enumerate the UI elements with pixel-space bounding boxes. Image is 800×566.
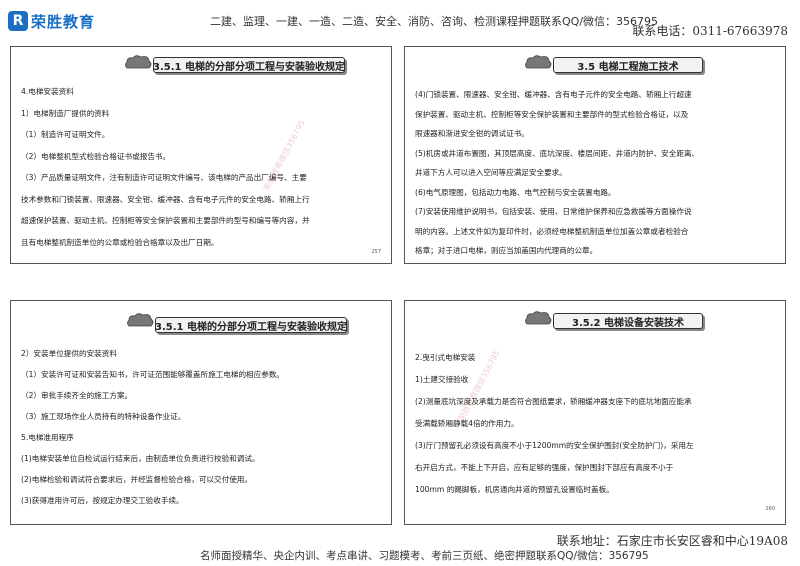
slide-title: 3.5.1 电梯的分部分项工程与安装验收规定: [155, 317, 347, 333]
brand-logo: R 荣胜教育: [8, 10, 95, 32]
body-line: （2）审批手续齐全的施工方案。: [21, 391, 133, 400]
body-line: 格章；对于进口电梯，则应当加盖国内代理商的公章。: [415, 246, 598, 255]
body-line: 且有电梯整机制造单位的公章或检验合格章以及出厂日期。: [21, 237, 219, 247]
page-number: 260: [765, 506, 775, 512]
body-line: 保护装置、驱动主机、控制柜等安全保护装置和主要部件的型式检验合格证，以及: [415, 109, 689, 119]
body-line: 100mm 的踢脚板，机房通向井道的预留孔设置临时盖板。: [415, 485, 614, 494]
body-line: 右开启方式，不能上下开启，应有足够的强度，保护围封下部应有高度不小于: [415, 463, 674, 472]
body-line: （1）制造许可证明文件。: [21, 130, 110, 139]
slide-panel-1: 3.5.1 电梯的分部分项工程与安装验收规定 4.电梯安装资料 1）电梯制造厂提…: [10, 46, 392, 264]
slide-title: 3.5 电梯工程施工技术: [553, 57, 703, 73]
body-line: (2)电梯检验和调试符合要求后，并经监督检验合格，可以交付使用。: [21, 475, 252, 484]
logo-mark-icon: R: [8, 11, 28, 31]
body-line: (6)电气原理图，包括动力电路、电气控制与安全装置电路。: [415, 187, 616, 197]
slide-panel-4: 3.5.2 电梯设备安装技术 2.曳引式电梯安装 1)土建交接验收 (2)测量底…: [404, 300, 786, 525]
body-line: 技术参数和门锁装置、限速器、安全钳、缓冲器、含有电子元件的安全电路、轿厢上行: [21, 194, 310, 204]
slide-body: 2.曳引式电梯安装 1)土建交接验收 (2)测量底坑深度及承载力是否符合图纸要求…: [415, 347, 777, 501]
body-line: (4)门锁装置、限速器、安全钳、缓冲器、含有电子元件的安全电路、轿厢上行超速: [415, 90, 692, 99]
body-line: (3)厅门预留孔必须设有高度不小于1200mm的安全保护围封(安全防护门)，采用…: [415, 441, 694, 450]
slide-body: (4)门锁装置、限速器、安全钳、缓冲器、含有电子元件的安全电路、轿厢上行超速 保…: [415, 85, 777, 261]
body-line: （1）安装许可证和安装告知书，许可证范围能够覆盖所施工电梯的相应参数。: [21, 370, 285, 379]
body-line: 超速保护装置、驱动主机、控制柜等安全保护装置和主要部件的型号和编号等内容，并: [21, 216, 310, 225]
footer-slogan: 名师面授精华、央企内训、考点串讲、习题模考、考前三页纸、绝密押题联系QQ/微信：…: [200, 550, 649, 562]
slide-body: 2）安装单位提供的安装资料 （1）安装许可证和安装告知书，许可证范围能够覆盖所施…: [21, 343, 383, 511]
body-line: 限速器和渐进安全钳的调试证书。: [415, 129, 529, 138]
body-line: 5.电梯准用程序: [21, 433, 74, 442]
cloud-decoration-icon: [525, 311, 552, 325]
page-number: 257: [371, 249, 381, 255]
contact-phone: 联系电话：0311-67663978: [632, 24, 788, 38]
body-line: （3）施工现场作业人员持有的特种设备作业证。: [21, 412, 186, 421]
page-header: R 荣胜教育 二建、监理、一建、一造、二造、安全、消防、咨询、检测课程押题联系Q…: [0, 0, 800, 40]
cloud-decoration-icon: [127, 313, 154, 327]
body-line: (1)电梯安装单位自检试运行结束后，由制造单位负责进行校验和调试。: [21, 454, 260, 463]
body-line: 4.电梯安装资料: [21, 87, 74, 96]
body-line: 井道下方人可以进入空间等应满足安全要求。: [415, 168, 567, 177]
body-line: 明的内容。上述文件如为复印件时，必须经电梯整机制造单位加盖公章或者检验合: [415, 226, 689, 236]
logo-text: 荣胜教育: [31, 12, 96, 31]
body-line: （2）电梯整机型式检验合格证书或报告书。: [21, 151, 171, 161]
contact-address: 联系地址：石家庄市长安区睿和中心19A08: [556, 534, 788, 548]
body-line: (3)获得准用许可后，按规定办理交工验收手续。: [21, 496, 184, 505]
cloud-decoration-icon: [525, 55, 552, 69]
body-line: （3）产品质量证明文件，注有制造许可证明文件编号、该电梯的产品出厂编号、主要: [21, 173, 307, 182]
body-line: 1）电梯制造厂提供的资料: [21, 108, 110, 118]
cloud-decoration-icon: [125, 55, 152, 69]
body-line: (5)机房或井道布置图，其顶层高度、底坑深度、楼层间距、井道内防护、安全距离、: [415, 148, 700, 158]
slide-panel-2: 3.5 电梯工程施工技术 (4)门锁装置、限速器、安全钳、缓冲器、含有电子元件的…: [404, 46, 786, 264]
body-line: 受满载轿厢静载4倍的作用力。: [415, 419, 519, 428]
body-line: (7)安装使用维护说明书，包括安装、使用、日常维护保养和应急救援等方面操作说: [415, 207, 692, 216]
slide-title: 3.5.2 电梯设备安装技术: [553, 313, 703, 329]
body-line: 2）安装单位提供的安装资料: [21, 349, 117, 358]
body-line: (2)测量底坑深度及承载力是否符合图纸要求，轿厢缓冲器支座下的底坑地面应能承: [415, 397, 692, 406]
slide-title: 3.5.1 电梯的分部分项工程与安装验收规定: [153, 57, 345, 73]
body-line: 1)土建交接验收: [415, 375, 469, 384]
slide-body: 4.电梯安装资料 1）电梯制造厂提供的资料 （1）制造许可证明文件。 （2）电梯…: [21, 81, 383, 253]
body-line: 2.曳引式电梯安装: [415, 353, 476, 362]
header-slogan: 二建、监理、一建、一造、二造、安全、消防、咨询、检测课程押题联系QQ/微信：35…: [210, 15, 659, 28]
slide-panel-3: 3.5.1 电梯的分部分项工程与安装验收规定 2）安装单位提供的安装资料 （1）…: [10, 300, 392, 525]
